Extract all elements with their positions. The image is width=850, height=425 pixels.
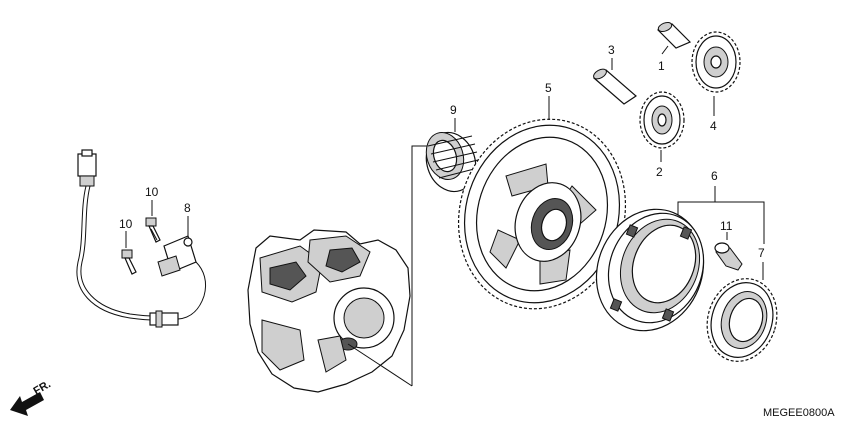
shaft-3 [593,68,637,105]
callout-2: 2 [656,165,663,179]
callout-3: 3 [608,43,615,57]
callout-7: 7 [758,246,765,260]
leader-line-1 [661,45,669,55]
idle-gear-2 [639,91,685,149]
callout-10-lower: 10 [119,217,133,231]
callout-5: 5 [545,81,552,95]
diagram-code: MEGEE0800A [763,407,835,419]
bracket-line-9 [411,145,420,386]
callout-1: 1 [658,59,665,73]
callout-4: 4 [710,119,717,133]
idle-gear-4 [691,31,741,93]
bracket-line-6 [677,201,765,244]
starter-clutch-housing [595,208,705,332]
starter-driven-gear-5 [457,118,627,310]
needle-bearing-9 [425,131,479,193]
callout-6: 6 [711,169,718,183]
engine-crankcase [247,229,413,393]
callout-9: 9 [450,103,457,117]
front-direction-label: FR. [32,378,53,397]
one-way-clutch-7 [706,278,778,362]
bolt-10-upper [145,217,161,243]
bolt-10-lower [121,249,137,275]
bolt-11 [714,242,743,271]
sensor-harness [76,149,207,328]
front-direction-arrow [10,392,44,416]
callout-11: 11 [720,219,733,233]
callout-8: 8 [184,201,191,215]
callout-10-upper: 10 [145,185,159,199]
shaft-1 [656,21,692,49]
